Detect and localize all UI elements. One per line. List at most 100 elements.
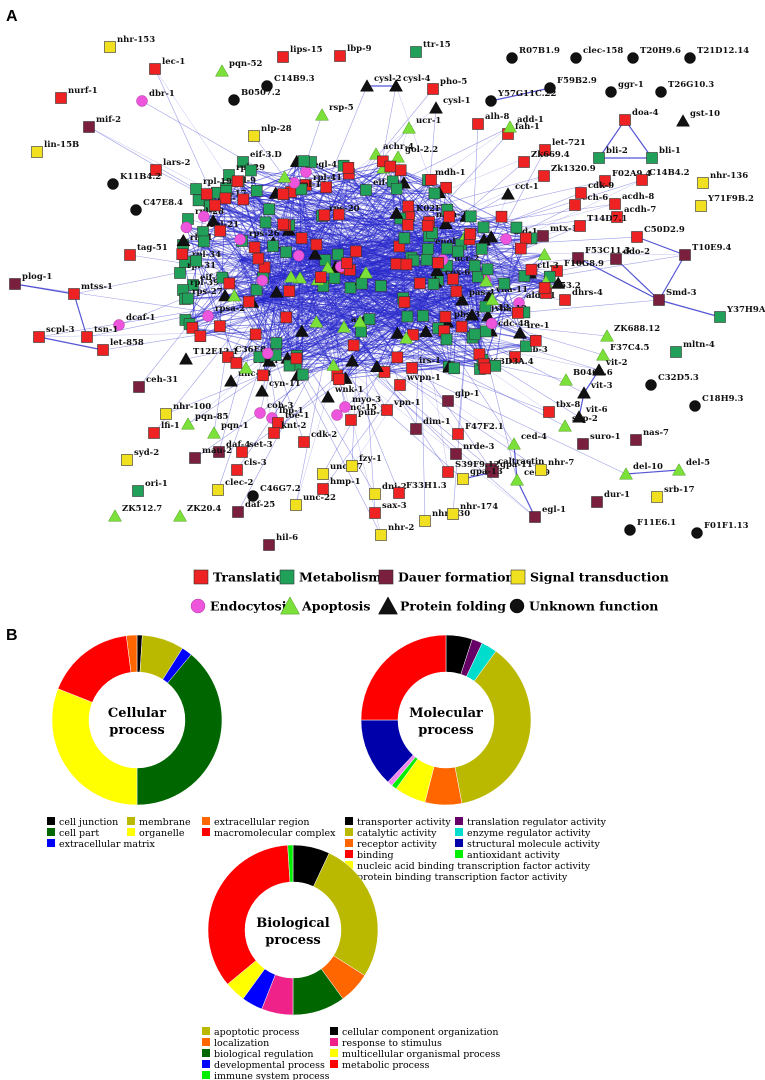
network-edge-1018 (353, 344, 486, 369)
translation-marker (280, 311, 292, 324)
network-edge-1029 (325, 186, 433, 234)
protein-folding-marker (294, 324, 309, 337)
metabolism-marker (420, 253, 433, 266)
metabolism-marker (197, 235, 210, 248)
translation-marker (520, 232, 532, 245)
node-label: myo-3 (352, 395, 381, 405)
network-edge-1106 (448, 216, 486, 369)
legend-label: membrane (139, 817, 191, 828)
network-node-ddx-46 (200, 188, 213, 200)
network-edge-1075 (361, 331, 486, 369)
legend-swatch (202, 817, 210, 825)
network-node-tag-203 (384, 160, 397, 173)
apoptosis-marker (215, 64, 229, 77)
metabolism-marker (192, 194, 205, 207)
metabolism-marker (295, 183, 308, 196)
node-label: cysl-4 (403, 74, 431, 84)
metabolism-marker (216, 271, 229, 284)
translation-marker (317, 483, 329, 495)
translation-marker (333, 373, 345, 386)
network-node-rnp-5 (402, 219, 414, 231)
protein-folding-marker (572, 410, 586, 423)
network-edge-785 (361, 283, 496, 367)
translation-marker (439, 310, 452, 323)
network-node-rbm-3 (515, 242, 527, 255)
node-label: rsp-5 (329, 103, 354, 113)
legend-item-protein-folding: Protein folding (378, 596, 506, 615)
node-label: cls-3 (244, 458, 267, 468)
legend-swatch (345, 817, 353, 825)
network-edge-1126 (14, 283, 75, 295)
signal-transduction-marker (290, 499, 302, 511)
node-label: rpl-34 (192, 250, 221, 260)
dauer-formation-marker (410, 423, 422, 435)
metabolism-marker (263, 203, 275, 215)
network-edge-1058 (296, 206, 409, 357)
dauer-formation-marker (487, 466, 499, 478)
node-label: srb-17 (664, 485, 695, 495)
legend-swatch (455, 817, 463, 825)
node-label: F53C11.3 (585, 246, 630, 256)
protein-folding-marker (389, 206, 404, 219)
translation-marker (406, 362, 418, 374)
node-label: del-10 (633, 462, 663, 472)
protein-folding-marker (360, 79, 374, 92)
metabolism-marker (452, 245, 464, 258)
network-node-ubq-1 (308, 247, 323, 260)
node-label: T20H9.6 (640, 46, 681, 56)
legend-label: immune system process (214, 1071, 330, 1080)
endocytosis-marker (254, 407, 266, 419)
donut-hole (89, 672, 185, 768)
endocytosis-marker (261, 347, 274, 360)
network-node-vit-3: vit-3 (577, 381, 613, 399)
network-node-unc-75 (214, 320, 226, 332)
dauer-formation-legend-icon (378, 569, 394, 585)
translation-marker (200, 188, 213, 200)
metabolism-marker (401, 310, 414, 323)
metabolism-marker (670, 346, 682, 358)
legend-label: apoptotic process (214, 1027, 299, 1038)
protein-folding-legend-icon (378, 596, 398, 615)
legend-label: biological regulation (214, 1049, 314, 1060)
network-node-rps-2 (283, 359, 296, 372)
network-node-hrp-1 (421, 219, 434, 232)
network-node-vab-10 (399, 331, 414, 344)
translation-marker (295, 232, 308, 245)
apoptosis-marker (558, 419, 572, 432)
legend-item-catalytic-activity: catalytic activity (345, 828, 437, 839)
network-node-cysl-2: cysl-2 (360, 74, 402, 92)
unknown-function-marker (247, 490, 259, 502)
network-node-f33h1-3: F33H1.3 (393, 481, 447, 499)
network-node-mec-8 (390, 258, 403, 270)
network-node-eif-3-d: eif-3.D (237, 150, 282, 168)
endocytosis-legend-icon (190, 598, 206, 614)
protein-folding-marker (255, 384, 269, 397)
network-node-let-721: let-721 (539, 138, 586, 156)
network-node-dhrs-4: dhrs-4 (559, 288, 603, 306)
legend-label: macromolecular complex (214, 828, 336, 839)
network-node-rps-22 (355, 277, 368, 290)
network-edge-120 (153, 249, 301, 434)
network-node-mtss-1: mtss-1 (68, 282, 113, 300)
translation-marker (400, 258, 413, 271)
node-label: sop-2 (572, 414, 598, 424)
protein-folding-marker (676, 114, 690, 127)
node-label: rps-19 (217, 194, 248, 204)
network-node-r07b1-9: R07B1.9 (506, 46, 560, 64)
metabolism-marker (481, 263, 494, 276)
network-node-rps-6 (477, 221, 490, 234)
translation-marker (440, 181, 452, 194)
network-edge-1057 (407, 206, 445, 332)
metabolism-marker (477, 221, 490, 234)
metabolism-marker (332, 248, 344, 261)
network-node-rpl-14 (468, 259, 481, 272)
network-node-puf-8 (280, 311, 292, 324)
network-node-tbb-2 (369, 359, 384, 373)
network-edge-1139 (38, 336, 104, 351)
network-node-f01f1-13: F01F1.13 (691, 521, 749, 539)
network-node-rps-0 (520, 340, 532, 353)
network-node-t12e12-1: T12E12.1 (179, 347, 238, 365)
metabolism-marker (267, 240, 279, 253)
translation-marker (518, 156, 530, 168)
